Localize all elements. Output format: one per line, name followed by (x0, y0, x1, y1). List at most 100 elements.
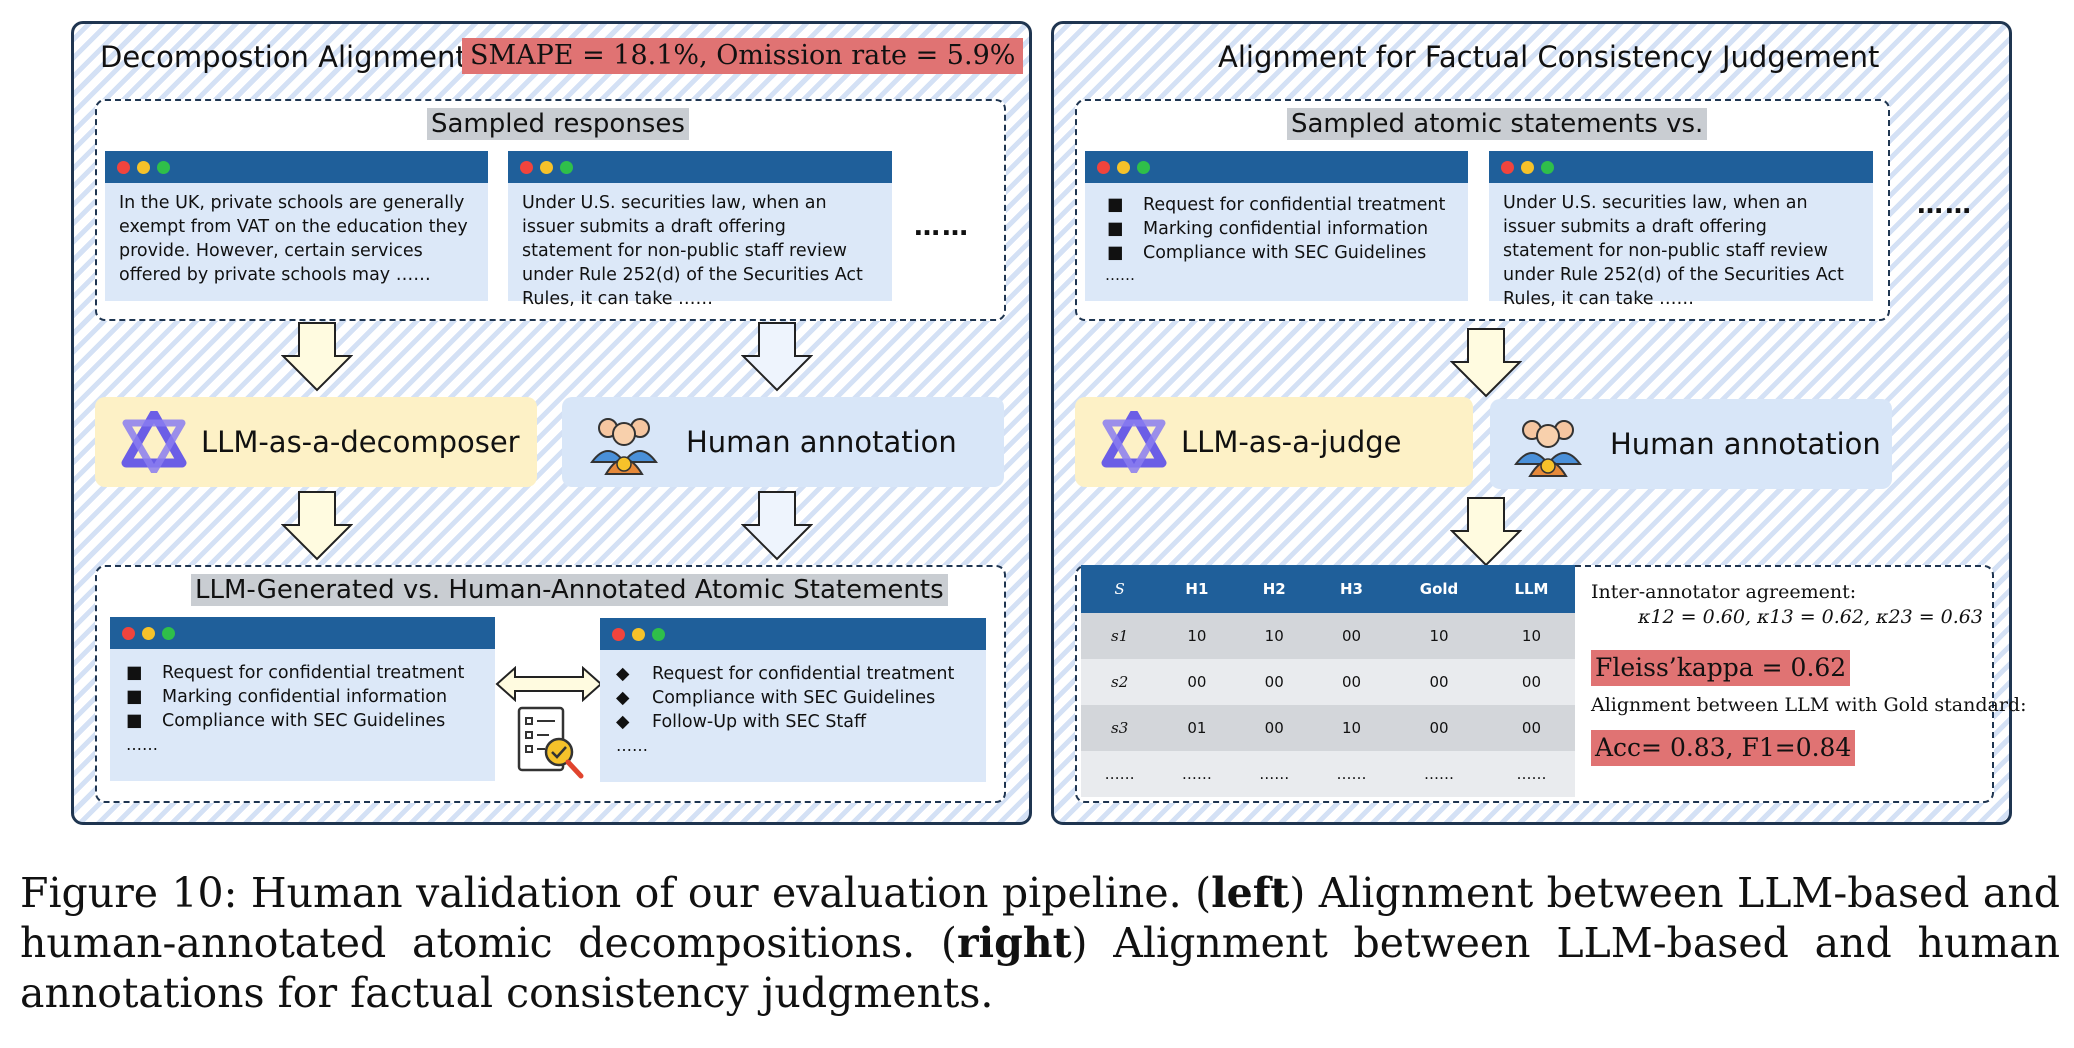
table-cell: s3 (1081, 705, 1159, 751)
table-row: s3 01 00 10 00 00 (1081, 705, 1575, 751)
response-text-1: In the UK, private schools are generally… (119, 193, 468, 285)
down-arrow-icon (741, 491, 813, 561)
minimize-dot-icon (1521, 161, 1534, 174)
down-arrow-icon (281, 491, 353, 561)
close-dot-icon (1097, 161, 1110, 174)
accuracy-highlight: Acc= 0.83, F1=0.84 (1591, 730, 1856, 766)
table-cell: 00 (1235, 705, 1313, 751)
close-dot-icon (612, 628, 625, 641)
judge-label: LLM-as-a-judge (1181, 425, 1402, 459)
close-dot-icon (117, 161, 130, 174)
agreement-label: Inter-annotator agreement: (1591, 581, 1857, 603)
table-cell: 00 (1390, 659, 1488, 705)
down-arrow-icon (1450, 328, 1522, 398)
table-cell: …… (1158, 751, 1236, 797)
llm-statements-window: ■Request for confidential treatment ■Mar… (110, 617, 495, 781)
maximize-dot-icon (652, 628, 665, 641)
table-cell: 00 (1158, 659, 1236, 705)
more-items-ellipsis: …… (1105, 266, 1135, 284)
list-item: ■Request for confidential treatment (126, 663, 465, 683)
column-header: H1 (1158, 565, 1236, 613)
table-cell: …… (1390, 751, 1488, 797)
sampled-responses-title: Sampled responses (427, 108, 689, 140)
sampled-statements-title: Sampled atomic statements vs. (1287, 108, 1708, 140)
figure-caption: Figure 10: Human validation of our evalu… (20, 869, 2060, 1017)
column-header: H3 (1312, 565, 1391, 613)
gold-alignment-label: Alignment between LLM with Gold standard… (1591, 694, 2027, 716)
square-bullet-icon: ■ (1107, 195, 1124, 215)
response-window-2: Under U.S. securities law, when an issue… (508, 151, 892, 309)
llm-decomposer-pill: LLM-as-a-decomposer (95, 397, 537, 487)
list-item: ■Request for confidential treatment (1107, 195, 1446, 215)
table-cell: …… (1312, 751, 1391, 797)
list-item: ◆Request for confidential treatment (616, 664, 955, 684)
minimize-dot-icon (137, 161, 150, 174)
compare-title: LLM-Generated vs. Human-Annotated Atomic… (191, 574, 948, 606)
annotators-icon (1514, 420, 1582, 477)
square-bullet-icon: ■ (1107, 243, 1124, 263)
maximize-dot-icon (162, 627, 175, 640)
down-arrow-icon (1450, 497, 1522, 567)
right-panel-title: Alignment for Factual Consistency Judgem… (1218, 40, 1880, 74)
square-bullet-icon: ■ (126, 711, 143, 731)
list-item: ◆Compliance with SEC Guidelines (616, 688, 936, 708)
window-titlebar (1489, 151, 1873, 183)
annotation-table: S H1 H2 H3 Gold LLM s1 10 10 00 10 10 s2… (1081, 565, 1575, 797)
more-items-ellipsis: …… (126, 735, 158, 754)
list-item: ■Marking confidential information (1107, 219, 1429, 239)
double-arrow-icon (495, 666, 603, 702)
window-titlebar (508, 151, 892, 183)
table-cell: s1 (1081, 613, 1159, 659)
annotators-icon (590, 418, 658, 475)
table-header-row: S H1 H2 H3 Gold LLM (1081, 565, 1575, 613)
window-titlebar (105, 151, 488, 183)
response-window-1: In the UK, private schools are generally… (105, 151, 488, 301)
statements-window: ■Request for confidential treatment ■Mar… (1085, 151, 1468, 301)
human-annotation-label-right: Human annotation (1610, 427, 1881, 461)
response-window-right: Under U.S. securities law, when an issue… (1489, 151, 1873, 309)
maximize-dot-icon (1137, 161, 1150, 174)
document-review-icon (517, 706, 584, 779)
table-cell: 10 (1158, 613, 1236, 659)
list-item: ■Compliance with SEC Guidelines (1107, 243, 1427, 263)
llm-judge-pill: LLM-as-a-judge (1075, 397, 1473, 487)
more-responses-ellipsis: …… (914, 212, 970, 242)
llm-logo-icon (1101, 411, 1167, 473)
window-titlebar (110, 617, 495, 649)
list-item: ■Compliance with SEC Guidelines (126, 711, 446, 731)
list-item: ■Marking confidential information (126, 687, 448, 707)
response-text-2: Under U.S. securities law, when an issue… (522, 193, 863, 309)
minimize-dot-icon (142, 627, 155, 640)
table-cell: s2 (1081, 659, 1159, 705)
table-cell: 00 (1235, 659, 1313, 705)
window-titlebar (600, 618, 986, 650)
table-cell: …… (1081, 751, 1159, 797)
kappa-values: κ12 = 0.60, κ13 = 0.62, κ23 = 0.63 (1638, 606, 1983, 628)
diamond-bullet-icon: ◆ (616, 712, 630, 732)
table-cell: 10 (1487, 613, 1575, 659)
human-annotation-label-left: Human annotation (686, 425, 957, 459)
more-responses-ellipsis: …… (1917, 190, 1973, 220)
list-item: ◆Follow-Up with SEC Staff (616, 712, 867, 732)
left-metric-highlight: SMAPE = 18.1%, Omission rate = 5.9% (462, 38, 1024, 74)
window-titlebar (1085, 151, 1468, 183)
decomposer-label: LLM-as-a-decomposer (201, 425, 520, 459)
maximize-dot-icon (157, 161, 170, 174)
column-header: S (1081, 565, 1159, 613)
human-statements-window: ◆Request for confidential treatment ◆Com… (600, 618, 986, 782)
close-dot-icon (520, 161, 533, 174)
table-cell: …… (1235, 751, 1313, 797)
maximize-dot-icon (560, 161, 573, 174)
diamond-bullet-icon: ◆ (616, 688, 630, 708)
square-bullet-icon: ■ (126, 663, 143, 683)
square-bullet-icon: ■ (1107, 219, 1124, 239)
table-row: …… …… …… …… …… …… (1081, 751, 1575, 797)
response-text-right: Under U.S. securities law, when an issue… (1503, 193, 1844, 309)
table-cell: 01 (1158, 705, 1236, 751)
minimize-dot-icon (540, 161, 553, 174)
column-header: LLM (1487, 565, 1575, 613)
column-header: H2 (1235, 565, 1313, 613)
table-cell: 10 (1390, 613, 1488, 659)
down-arrow-icon (741, 322, 813, 392)
close-dot-icon (1501, 161, 1514, 174)
